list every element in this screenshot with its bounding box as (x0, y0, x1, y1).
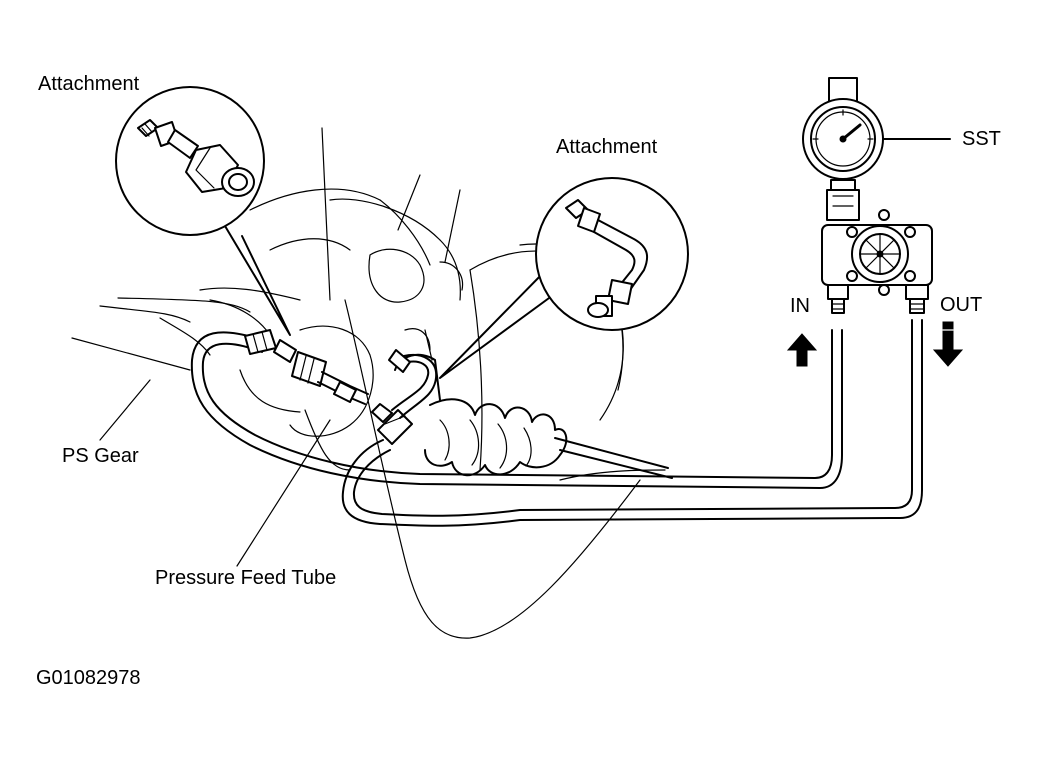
hose-assembly (190, 319, 923, 527)
ps-gear-label: PS Gear (62, 445, 139, 467)
figure-id: G01082978 (36, 667, 141, 689)
attachment-left-label: Attachment (38, 73, 140, 95)
sst-label: SST (962, 128, 1001, 150)
attachment-left-callout (115, 86, 291, 336)
arrow-up-icon (786, 333, 818, 367)
out-label: OUT (940, 294, 983, 316)
sst-gauge-assembly (802, 77, 951, 314)
arrow-down-icon (932, 321, 964, 367)
attachment-right-label: Attachment (556, 136, 658, 158)
pressure-feed-tube-label: Pressure Feed Tube (155, 567, 337, 589)
attachment-right-callout (439, 177, 689, 379)
label-leaders (99, 379, 331, 567)
in-label: IN (790, 295, 810, 317)
